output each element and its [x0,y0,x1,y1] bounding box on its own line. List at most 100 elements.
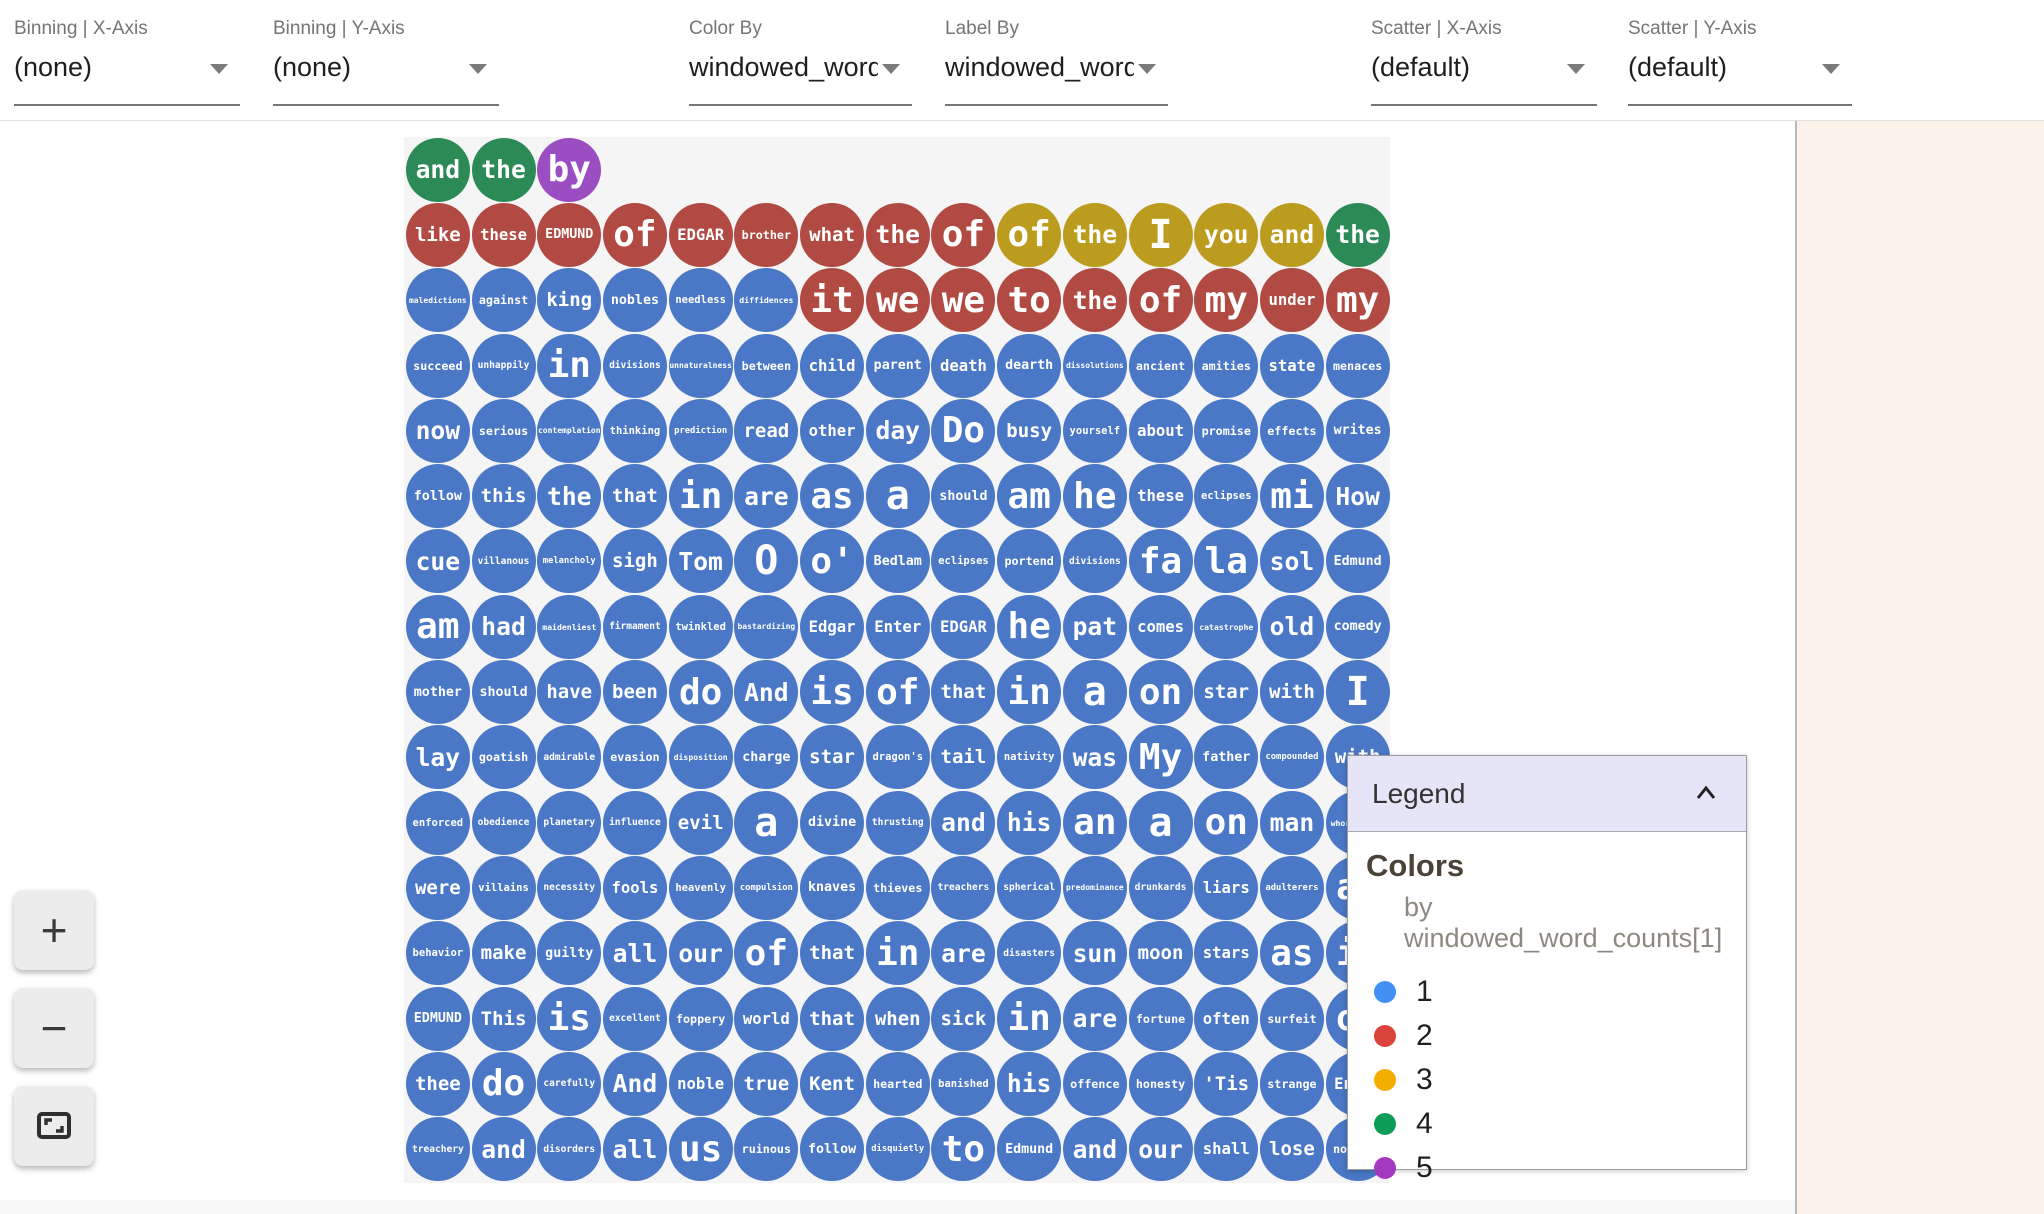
word-bubble[interactable]: been [602,660,667,725]
word-bubble[interactable]: read [734,398,799,463]
word-bubble[interactable]: behavior [405,921,470,986]
word-bubble[interactable]: a [1128,790,1193,855]
word-bubble[interactable]: effects [1259,398,1324,463]
word-bubble[interactable]: knaves [800,855,865,920]
word-bubble[interactable]: portend [997,529,1062,594]
word-bubble[interactable]: Edmund [1325,529,1390,594]
word-bubble[interactable]: ancient [1128,333,1193,398]
word-bubble[interactable]: amities [1194,333,1259,398]
word-bubble[interactable]: contemplation [537,398,602,463]
word-bubble[interactable]: disquietly [865,1117,930,1182]
word-bubble[interactable]: treachery [405,1117,470,1182]
word-bubble[interactable]: needless [668,268,733,333]
word-bubble[interactable]: pat [1062,594,1127,659]
word-bubble[interactable]: he [1062,464,1127,529]
word-bubble[interactable]: treachers [931,855,996,920]
word-bubble[interactable]: liars [1194,855,1259,920]
word-bubble[interactable]: in [668,464,733,529]
word-bubble[interactable]: la [1194,529,1259,594]
word-bubble[interactable]: dissolutions [1062,333,1127,398]
word-bubble[interactable]: guilty [537,921,602,986]
word-bubble[interactable]: death [931,333,996,398]
word-bubble[interactable]: the [1062,202,1127,267]
word-bubble[interactable]: all [602,921,667,986]
word-bubble[interactable]: were [405,855,470,920]
word-bubble[interactable]: evasion [602,725,667,790]
word-bubble[interactable]: maidenliest [537,594,602,659]
word-bubble[interactable]: his [997,790,1062,855]
word-bubble[interactable]: child [800,333,865,398]
word-bubble[interactable]: the [1325,202,1390,267]
word-bubble[interactable]: the [865,202,930,267]
word-bubble[interactable]: fa [1128,529,1193,594]
word-bubble[interactable]: hearted [865,1051,930,1116]
legend-header[interactable]: Legend [1348,756,1746,832]
word-bubble[interactable]: mother [405,660,470,725]
word-bubble[interactable]: had [471,594,536,659]
word-bubble[interactable]: and [471,1117,536,1182]
word-bubble[interactable]: is [800,660,865,725]
word-bubble[interactable]: Bedlam [865,529,930,594]
word-bubble[interactable]: EDMUND [405,986,470,1051]
word-bubble[interactable]: world [734,986,799,1051]
word-bubble[interactable]: Tom [668,529,733,594]
word-bubble[interactable]: star [1194,660,1259,725]
word-bubble[interactable]: thee [405,1051,470,1116]
word-bubble[interactable]: divisions [602,333,667,398]
word-bubble[interactable]: follow [800,1117,865,1182]
word-bubble[interactable]: old [1259,594,1324,659]
word-bubble[interactable]: divisions [1062,529,1127,594]
word-bubble[interactable]: Do [931,398,996,463]
word-bubble[interactable]: state [1259,333,1324,398]
word-bubble[interactable]: am [997,464,1062,529]
word-bubble[interactable]: is [537,986,602,1051]
word-bubble[interactable]: I [1325,660,1390,725]
word-bubble[interactable]: lay [405,725,470,790]
word-bubble[interactable]: Edgar [800,594,865,659]
word-bubble[interactable]: disorders [537,1117,602,1182]
word-bubble[interactable]: our [668,921,733,986]
word-bubble[interactable]: fools [602,855,667,920]
word-bubble[interactable]: us [668,1117,733,1182]
word-bubble[interactable]: it [800,268,865,333]
word-bubble[interactable]: sun [1062,921,1127,986]
label-by-select[interactable]: Label By windowed_word_c [945,0,1168,121]
word-bubble[interactable]: and [1062,1117,1127,1182]
word-bubble[interactable]: maledictions [405,268,470,333]
word-bubble[interactable]: offence [1062,1051,1127,1116]
word-bubble[interactable]: sigh [602,529,667,594]
word-bubble[interactable]: EDMUND [537,202,602,267]
word-bubble[interactable]: strange [1259,1051,1324,1116]
word-bubble[interactable]: yourself [1062,398,1127,463]
word-bubble[interactable]: cue [405,529,470,594]
word-bubble[interactable]: excellent [602,986,667,1051]
word-bubble[interactable]: and [405,137,470,202]
word-bubble[interactable]: that [800,986,865,1051]
word-bubble[interactable]: unhappily [471,333,536,398]
word-bubble[interactable]: do [668,660,733,725]
chevron-up-icon[interactable] [1690,778,1722,810]
word-bubble[interactable]: in [865,921,930,986]
word-bubble[interactable]: o' [800,529,865,594]
word-bubble[interactable]: stars [1194,921,1259,986]
word-bubble[interactable]: this [471,464,536,529]
word-bubble[interactable]: This [471,986,536,1051]
word-bubble[interactable]: succeed [405,333,470,398]
word-bubble[interactable]: EDGAR [931,594,996,659]
word-bubble[interactable]: that [931,660,996,725]
word-bubble[interactable]: the [537,464,602,529]
word-bubble[interactable]: as [800,464,865,529]
word-bubble[interactable]: of [1128,268,1193,333]
word-bubble[interactable]: the [471,137,536,202]
word-bubble[interactable]: evil [668,790,733,855]
word-bubble[interactable]: what [800,202,865,267]
word-bubble[interactable]: was [1062,725,1127,790]
word-bubble[interactable]: moon [1128,921,1193,986]
zoom-out-button[interactable]: − [14,988,94,1068]
word-bubble[interactable]: fortune [1128,986,1193,1051]
word-bubble[interactable]: should [471,660,536,725]
word-bubble[interactable]: nativity [997,725,1062,790]
word-bubble[interactable]: am [405,594,470,659]
word-bubble[interactable]: sol [1259,529,1324,594]
word-bubble[interactable]: with [1259,660,1324,725]
